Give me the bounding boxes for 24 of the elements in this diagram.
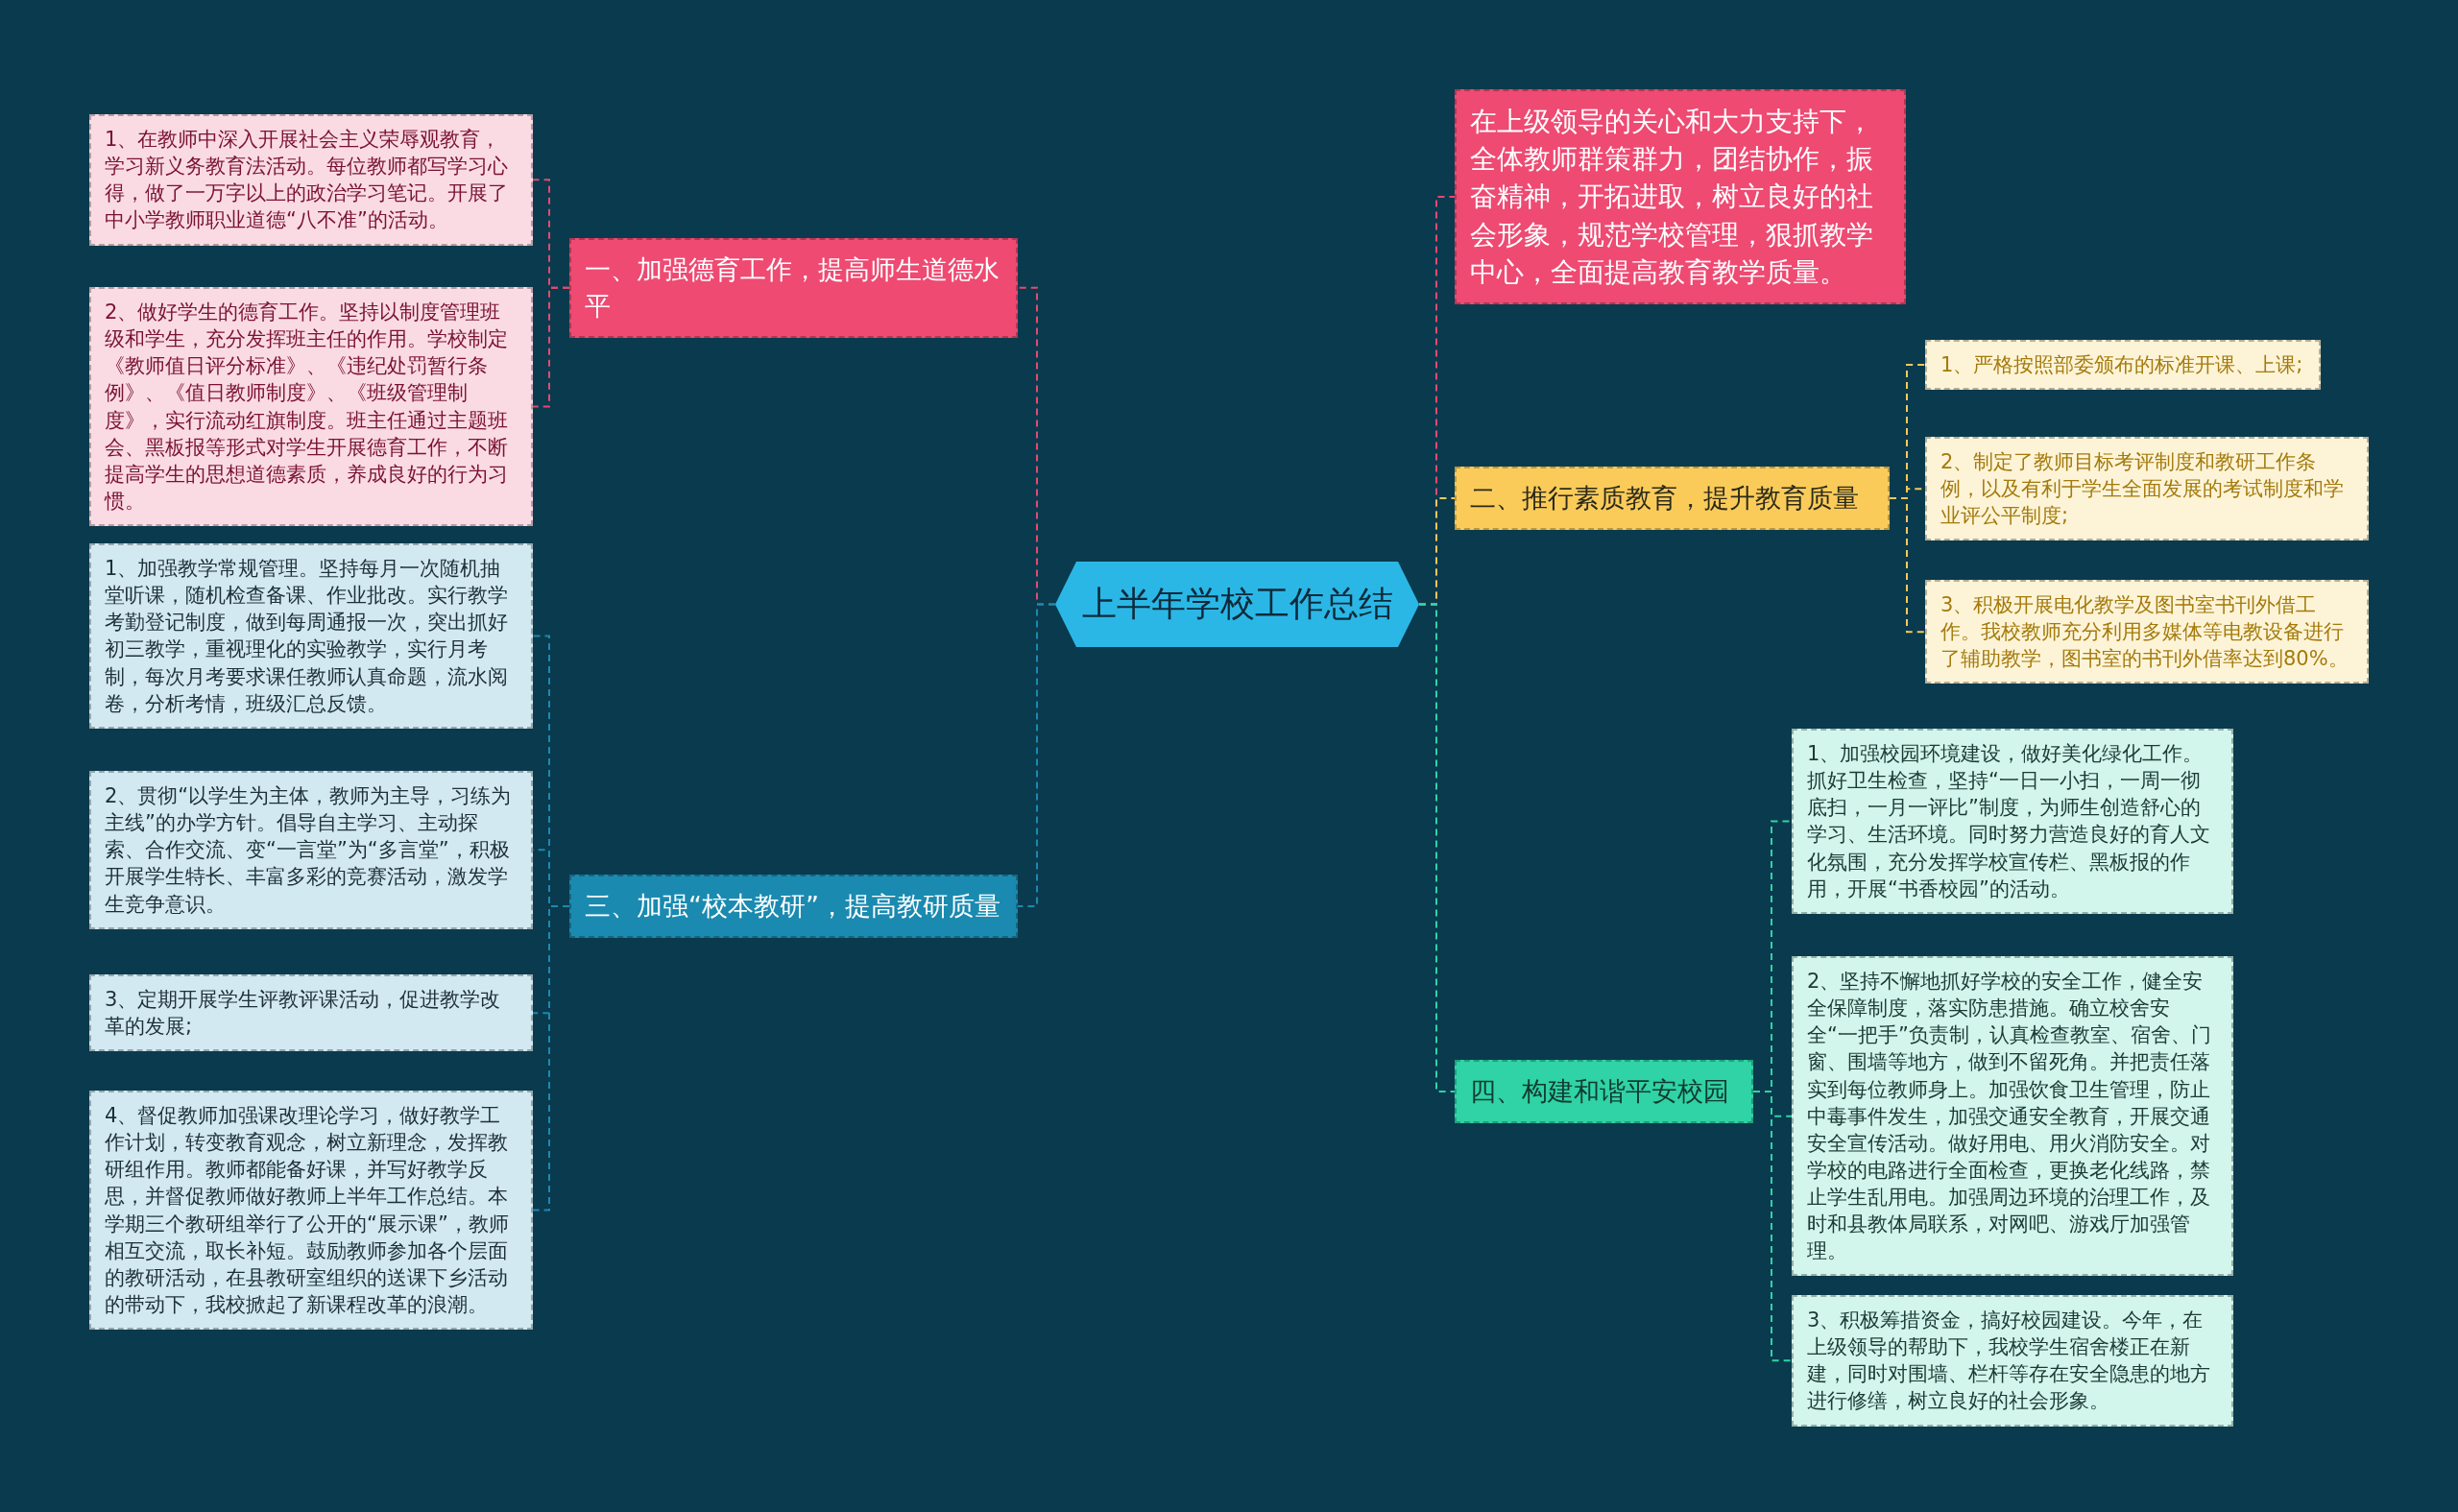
summary-box: 在上级领导的关心和大力支持下，全体教师群策群力，团结协作，振奋精神，开拓进取，树立良好的社会形象，规范学校管理，狠抓教学中心，全面提高教育教学质量。	[1455, 89, 1906, 304]
topic-box: 二、推行素质教育，提升教育质量	[1455, 467, 1890, 530]
topic-box: 一、加强德育工作，提高师生道德水平	[569, 238, 1018, 338]
detail-box: 2、坚持不懈地抓好学校的安全工作，健全安全保障制度，落实防患措施。确立校舍安全“一把手”负责制，认真检查教室、宿舍、门窗、围墙等地方，做到不留死角。并把责任落实到每位教师身上。加强饮食卫生管理，防止中毒事件发生，加强交通安全教育，开展交通安全宣传活动。做好用电、用火消防安全。对学校的电路进行全面检查，更换老化线路，禁止学生乱用电。加强周边环境的治理工作，及时和县教体局联系，对网吧、游戏厅加强管理。	[1792, 956, 2233, 1277]
topic-box: 四、构建和谐平安校园	[1455, 1060, 1753, 1123]
connector	[532, 286, 570, 408]
detail-box: 1、严格按照部委颁布的标准开课、上课;	[1925, 340, 2321, 391]
detail-box: 2、制定了教师目标考评制度和教研工作条例，以及有利于学生全面发展的考试制度和学业评公平制度;	[1925, 437, 2369, 541]
detail-box: 3、定期开展学生评教评课活动，促进教学改革的发展;	[89, 974, 533, 1052]
detail-box: 1、加强教学常规管理。坚持每月一次随机抽堂听课，随机检查备课、作业批改。实行教学考勤登记制度，做到每周通报一次，突出抓好初三教学，重视理化的实验教学，实行月考制，每次月考要求课任教师认真命题，流水阅卷，分析考情，班级汇总反馈。	[89, 543, 533, 729]
connector	[1889, 496, 1926, 634]
connector	[1418, 603, 1456, 1092]
topic-box: 三、加强“校本教研”，提高教研质量	[569, 875, 1018, 938]
detail-box: 3、积极筹措资金，搞好校园建设。今年，在上级领导的帮助下，我校学生宿舍楼正在新建，同时对围墙、栏杆等存在安全隐患的地方进行修缮，树立良好的社会形象。	[1792, 1295, 2233, 1427]
connector	[1017, 603, 1056, 907]
connector	[532, 904, 570, 1212]
detail-box: 3、积极开展电化教学及图书室书刊外借工作。我校教师充分利用多媒体等电教设备进行了辅助教学，图书室的书刊外借率达到80%。	[1925, 580, 2369, 684]
detail-box: 2、贯彻“以学生为主体，教师为主导，习练为主线”的办学方针。倡导自主学习、主动探索、合作交流、变“一言堂”为“多言堂”，积极开展学生特长、丰富多彩的竞赛活动，激发学生竞争意识。	[89, 771, 533, 929]
connector	[1752, 1090, 1793, 1362]
detail-box: 2、做好学生的德育工作。坚持以制度管理班级和学生，充分发挥班主任的作用。学校制定《教师值日评分标准》、《违纪处罚暂行条例》、《值日教师制度》、《班级管理制度》，实行流动红旗制度。班主任通过主题班会、黑板报等形式对学生开展德育工作，不断提高学生的思想道德素质，养成良好的行为习惯。	[89, 287, 533, 526]
detail-box: 1、加强校园环境建设，做好美化绿化工作。抓好卫生检查，坚持“一日一小扫，一周一彻底扫，一月一评比”制度，为师生创造舒心的学习、生活环境。同时努力营造良好的育人文化氛围，充分发挥学校宣传栏、黑板报的作用，开展“书香校园”的活动。	[1792, 729, 2233, 914]
detail-box: 1、在教师中深入开展社会主义荣辱观教育，学习新义务教育法活动。每位教师都写学习心得，做了一万字以上的政治学习笔记。开展了中小学教师职业道德“八不准”的活动。	[89, 114, 533, 246]
detail-box: 4、督促教师加强课改理论学习，做好教学工作计划，转变教育观念，树立新理念，发挥教研组作用。教师都能备好课，并写好教学反思，并督促教师做好教师上半年工作总结。本学期三个教研组举行了公开的“展示课”，教师相互交流，取长补短。鼓励教师参加各个层面的教研活动，在县教研室组织的送课下乡活动的带动下，我校掀起了新课程改革的浪潮。	[89, 1091, 533, 1330]
central-topic: 上半年学校工作总结	[1055, 562, 1419, 647]
